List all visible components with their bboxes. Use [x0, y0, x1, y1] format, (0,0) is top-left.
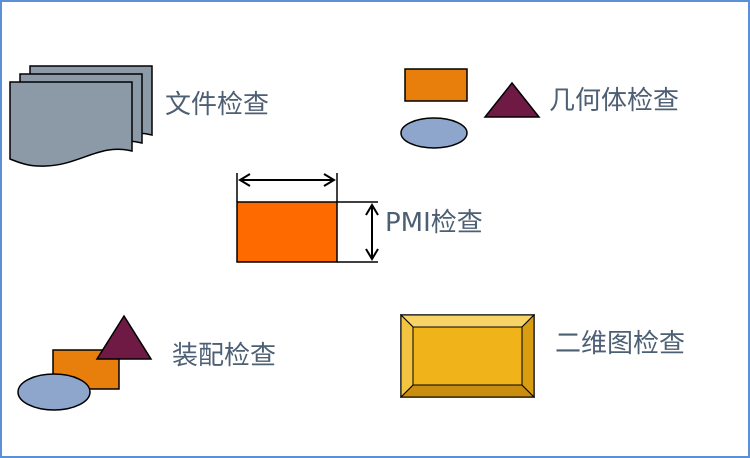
pmi-dimension-icon	[236, 173, 379, 263]
geometry-shapes-icon	[400, 68, 541, 149]
file-check-label: 文件检查	[165, 90, 270, 120]
drawing-check-label: 二维图检查	[555, 329, 686, 359]
assembly-shapes-icon	[17, 314, 153, 411]
geometry-check-label: 几何体检查	[549, 86, 680, 116]
assembly-check-label: 装配检查	[172, 341, 277, 371]
document-stack-icon	[9, 65, 153, 167]
drawing-frame-icon	[399, 313, 536, 399]
pmi-check-label: PMI检查	[385, 208, 483, 238]
